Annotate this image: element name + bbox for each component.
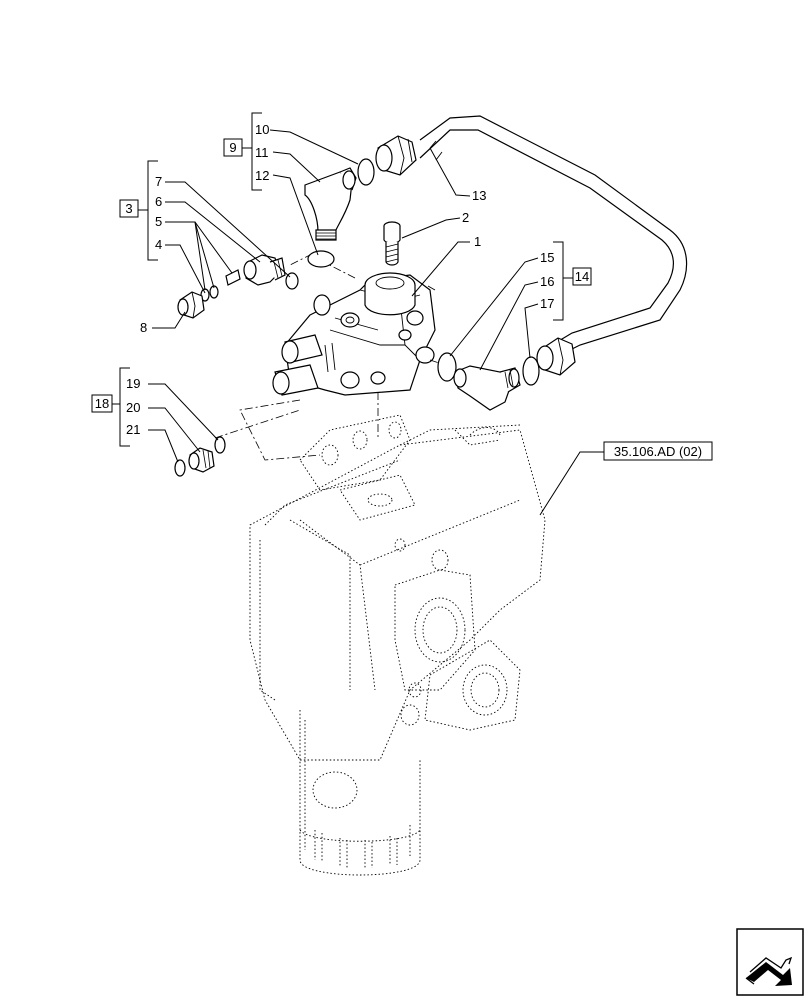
o-ring-4b — [209, 285, 219, 299]
callout-12: 12 — [255, 168, 269, 183]
group-label-18: 18 — [95, 396, 109, 411]
callout-numbers: 10 11 12 13 2 1 7 6 5 4 8 15 16 17 19 20… — [126, 122, 554, 437]
callout-11: 11 — [255, 145, 269, 160]
group-box-3 — [119, 199, 139, 218]
o-ring-15 — [437, 352, 457, 382]
group-box-14 — [572, 267, 592, 286]
callout-17: 17 — [540, 296, 554, 311]
callout-7: 7 — [155, 174, 162, 189]
group-label-3: 3 — [125, 201, 132, 216]
o-ring-19 — [214, 436, 226, 454]
pump-housing — [249, 414, 546, 876]
pin-5 — [225, 269, 241, 286]
valve-block — [272, 272, 436, 396]
callout-2: 2 — [462, 210, 469, 225]
callout-10: 10 — [255, 122, 269, 137]
callout-6: 6 — [155, 194, 162, 209]
nut-8 — [177, 291, 205, 319]
pipe-13 — [375, 115, 688, 376]
bolt-2 — [383, 221, 401, 266]
callout-4: 4 — [155, 237, 162, 252]
group-label-14: 14 — [575, 269, 589, 284]
callout-13: 13 — [472, 188, 486, 203]
o-ring-17 — [522, 356, 540, 386]
callout-8: 8 — [140, 320, 147, 335]
group-brackets — [112, 112, 573, 447]
callout-5: 5 — [155, 214, 162, 229]
callout-16: 16 — [540, 274, 554, 289]
plug-20 — [188, 447, 215, 473]
callout-21: 21 — [126, 422, 140, 437]
callout-20: 20 — [126, 400, 140, 415]
o-ring-10 — [357, 158, 375, 186]
o-ring-21 — [174, 459, 186, 477]
o-ring-12 — [307, 250, 335, 268]
reference-box — [603, 441, 713, 461]
o-ring-7 — [285, 272, 299, 290]
callout-19: 19 — [126, 376, 140, 391]
reference-label[interactable]: 35.106.AD (02) — [614, 444, 702, 459]
fitting-6 — [243, 254, 286, 286]
elbow-11 — [304, 167, 357, 241]
group-box-9 — [223, 138, 243, 157]
leader-lines — [148, 129, 604, 516]
callout-15: 15 — [540, 250, 554, 265]
elbow-16 — [453, 365, 521, 411]
group-box-18 — [91, 394, 113, 413]
next-page-arrow-icon[interactable] — [736, 928, 804, 996]
callout-1: 1 — [474, 234, 481, 249]
group-label-9: 9 — [229, 140, 236, 155]
